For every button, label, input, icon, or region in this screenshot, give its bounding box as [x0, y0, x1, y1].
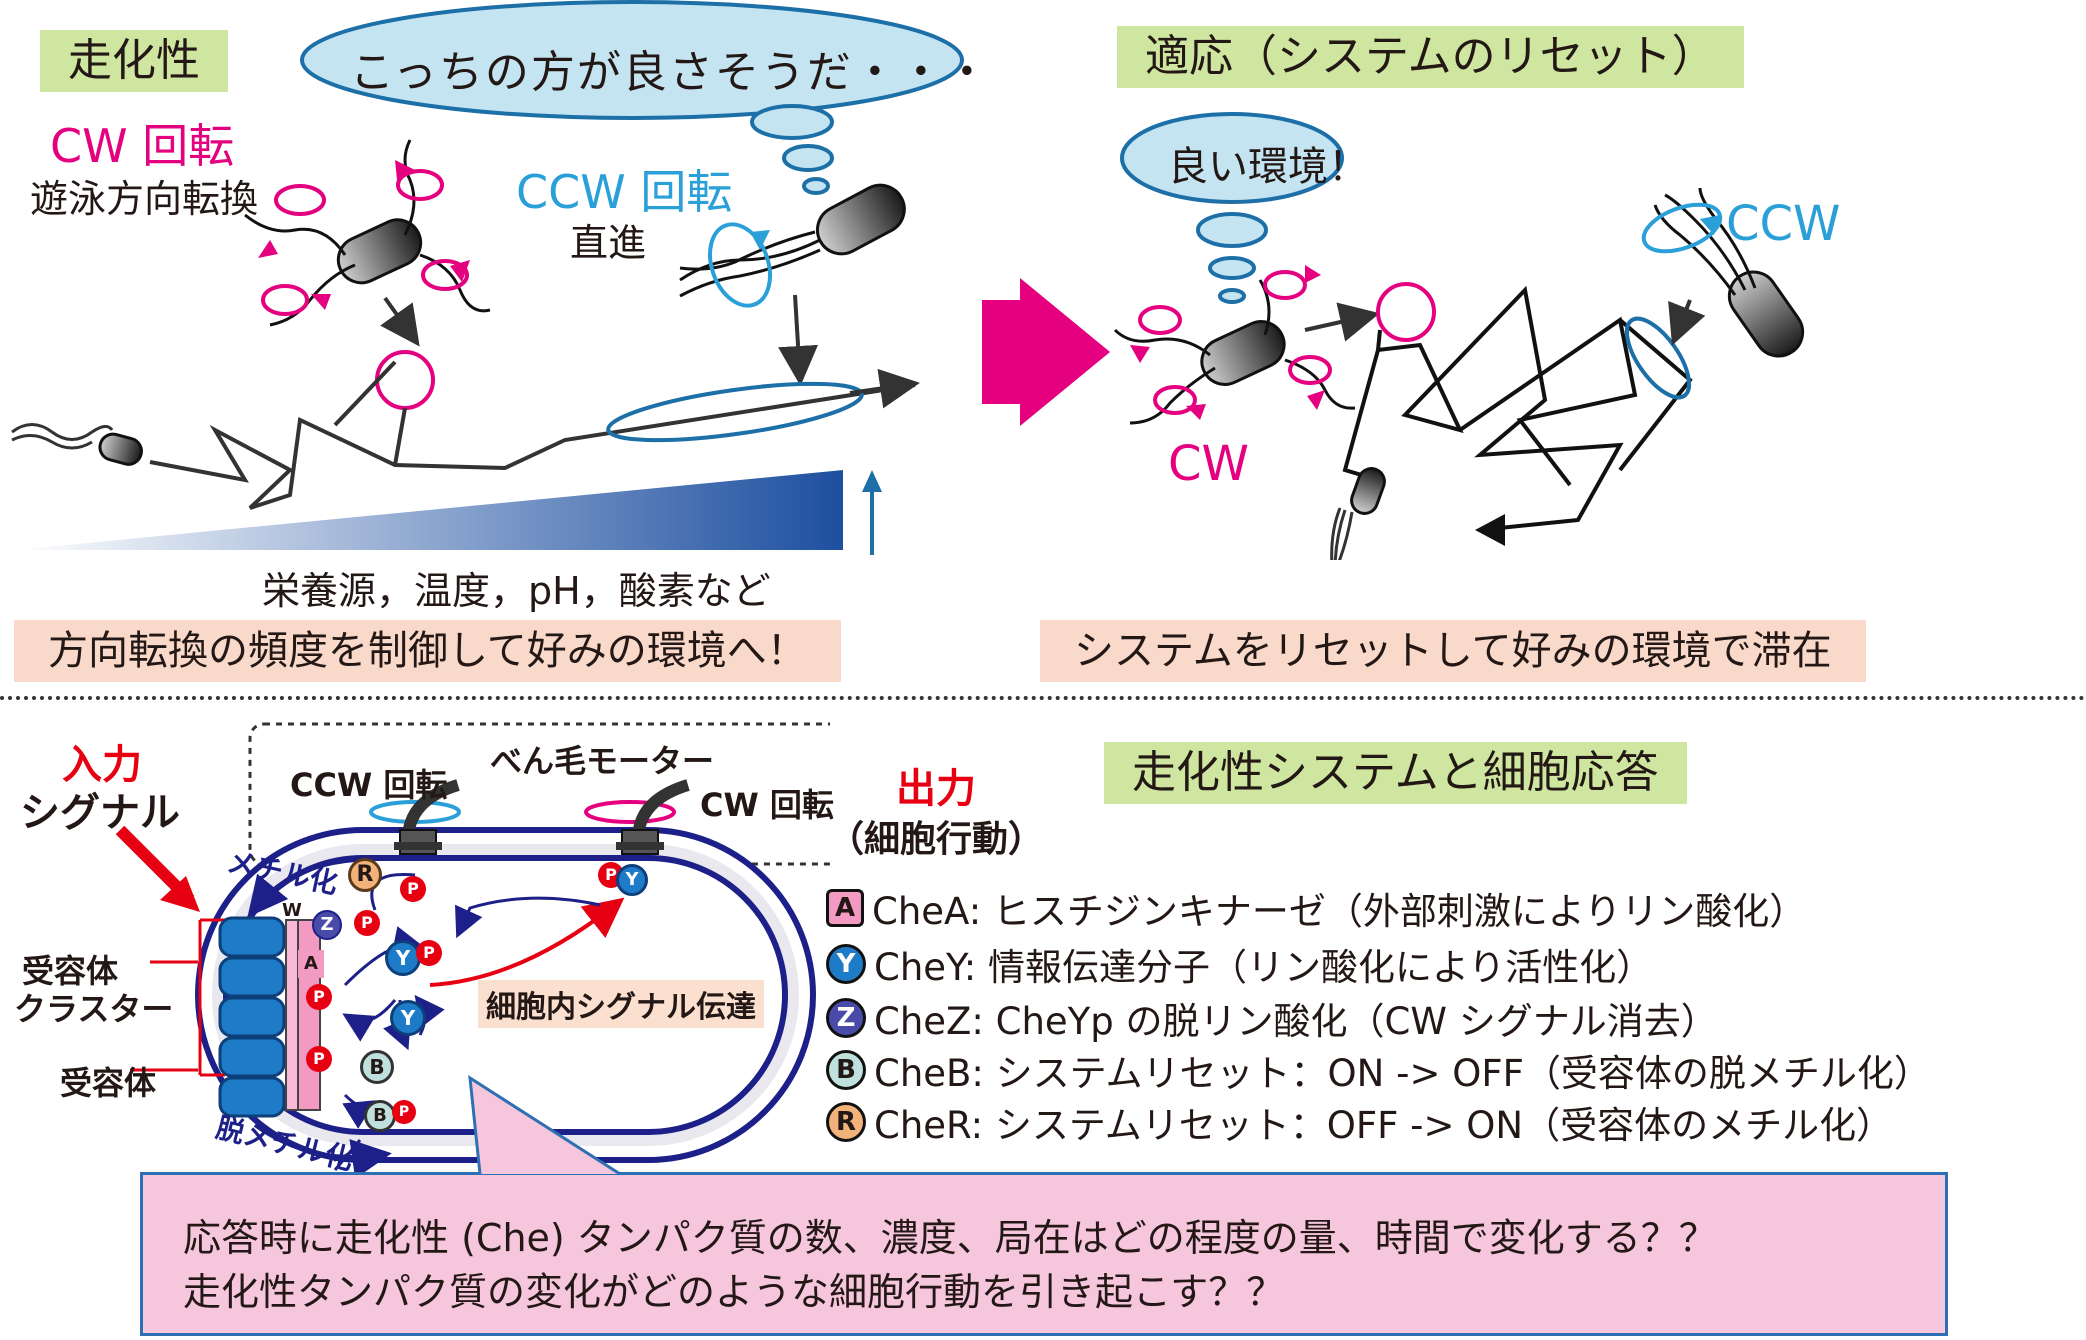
cw-desc-label: 遊泳方向転換: [30, 177, 259, 221]
badge-R-cell: R: [348, 858, 382, 892]
badge-Y-active: Y: [385, 940, 421, 976]
intracellular-signal-label: 細胞内シグナル伝達: [478, 980, 764, 1028]
motor-label: べん毛モーター: [490, 742, 715, 780]
badge-P-A3: P: [306, 1046, 332, 1072]
question-box: 応答時に走化性 (Che) タンパク質の数、濃度、局在はどの程度の量、時間で変化…: [140, 1172, 1948, 1336]
badge-Y-motor: Y: [616, 864, 648, 896]
right-ccw-label: CCW: [1726, 196, 1841, 252]
right-tumbling-bacterium: [1113, 265, 1356, 425]
callout-pointer: [468, 1075, 621, 1176]
w-label: W: [282, 900, 302, 921]
top-diagram-svg: [11, 0, 1805, 560]
thought-dot-3: [802, 177, 830, 195]
legend-badge-B: B: [826, 1050, 866, 1090]
thought-bubble: [300, 0, 964, 120]
straight-bacterium: [679, 183, 906, 308]
input-label-2: シグナル: [20, 790, 180, 836]
legend-badge-A: A: [826, 889, 864, 927]
chemotaxis-title: 走化性: [40, 30, 228, 92]
system-title: 走化性システムと細胞応答: [1104, 742, 1687, 804]
ccw-motor: [369, 779, 461, 855]
legend-badge-Y: Y: [826, 944, 866, 984]
demethylation-arrow: [253, 1123, 392, 1179]
ccw-desc-label: 直進: [570, 221, 647, 265]
cw-rotation-bottom: CW 回転: [700, 786, 834, 824]
legend-text-R: CheR: システムリセット：OFF -> ON（受容体のメチル化）: [874, 1104, 1894, 1147]
badge-B-cell: B: [360, 1050, 394, 1084]
badge-B-P: B: [364, 1100, 396, 1132]
receptor-cluster: [218, 916, 321, 1118]
adaptation-summary: システムをリセットして好みの環境で滞在: [1040, 620, 1866, 682]
methylation-arrow: [247, 858, 356, 918]
legend-text-B: CheB: システムリセット：ON -> OFF（受容体の脱メチル化）: [874, 1052, 1931, 1095]
legend-row-B: B CheB: システムリセット：ON -> OFF（受容体の脱メチル化）: [826, 1044, 1931, 1096]
output-label-1: 出力: [896, 766, 976, 812]
question-line-1: 応答時に走化性 (Che) タンパク質の数、濃度、局在はどの程度の量、時間で変化…: [183, 1216, 1717, 1260]
transition-arrow: [982, 278, 1110, 426]
adapted-path: [1375, 285, 1624, 532]
thought-dot-2: [782, 144, 834, 172]
cw-motor: [584, 779, 690, 855]
legend-row-R: R CheR: システムリセット：OFF -> ON（受容体のメチル化）: [826, 1096, 1893, 1148]
gradient-label: 栄養源，温度，pH，酸素など: [262, 569, 771, 613]
right-run-ellipse: [1624, 316, 1692, 400]
right-cw-label: CW: [1168, 436, 1249, 492]
badge-Z-cell: Z: [312, 910, 342, 940]
legend-badge-R: R: [826, 1102, 866, 1142]
small-bacterium-left: [11, 423, 143, 466]
badge-P-Y: P: [416, 940, 442, 966]
good-env-text: 良い環境！: [1168, 144, 1368, 190]
legend-row-Z: Z CheZ: CheYp の脱リン酸化（CW シグナル消去）: [826, 992, 1718, 1044]
legend-text-Y: CheY: 情報伝達分子（リン酸化により活性化）: [874, 946, 1654, 989]
tumble-point-circle: [375, 350, 435, 410]
right-bottom-bacterium: [1330, 467, 1386, 560]
badge-P-A2: P: [306, 984, 332, 1010]
legend-text-Z: CheZ: CheYp の脱リン酸化（CW シグナル消去）: [874, 1000, 1718, 1043]
input-label-1: 入力: [62, 742, 142, 788]
adaptation-title: 適応（システムのリセット）: [1117, 26, 1744, 88]
chemotaxis-summary: 方向転換の頻度を制御して好みの環境へ！: [14, 620, 841, 682]
thought-dot-1: [750, 104, 834, 140]
random-walk-path: [149, 383, 916, 510]
legend-badge-Z: Z: [826, 998, 866, 1038]
thought-bubble-right: [1120, 112, 1344, 204]
section-divider: [0, 696, 2086, 700]
ccw-rotation-label: CCW 回転: [516, 165, 733, 219]
receptor-cluster-label-2: クラスター: [14, 990, 174, 1028]
tumbling-bacterium: [244, 139, 491, 327]
thought-text: こっちの方が良さそうだ・・・: [350, 47, 991, 98]
legend-row-A: A CheA: ヒスチジンキナーゼ（外部刺激によりリン酸化）: [826, 882, 1806, 934]
receptor-cluster-label-1: 受容体: [22, 952, 119, 990]
gradient-wedge: [15, 470, 843, 550]
badge-P-B: P: [392, 1100, 416, 1124]
badge-P-top: P: [400, 876, 426, 902]
question-line-2: 走化性タンパク質の変化がどのような細胞行動を引き起こす？？: [183, 1270, 1285, 1314]
right-straight-bacterium: [1641, 187, 1805, 358]
badge-P-A: P: [354, 910, 380, 936]
cw-rotation-label: CW 回転: [50, 119, 235, 173]
output-label-2: （細胞行動）: [828, 819, 1045, 860]
legend-text-A: CheA: ヒスチジンキナーゼ（外部刺激によりリン酸化）: [872, 890, 1807, 933]
badge-A-cell: A: [298, 950, 324, 978]
run-ellipse: [606, 381, 864, 443]
legend-row-Y: Y CheY: 情報伝達分子（リン酸化により活性化）: [826, 938, 1653, 990]
receptor-label: 受容体: [60, 1064, 157, 1102]
badge-Y-inactive: Y: [390, 1000, 426, 1036]
right-tumble-circle: [1376, 282, 1436, 342]
ccw-rotation-bottom: CCW 回転: [290, 766, 448, 804]
